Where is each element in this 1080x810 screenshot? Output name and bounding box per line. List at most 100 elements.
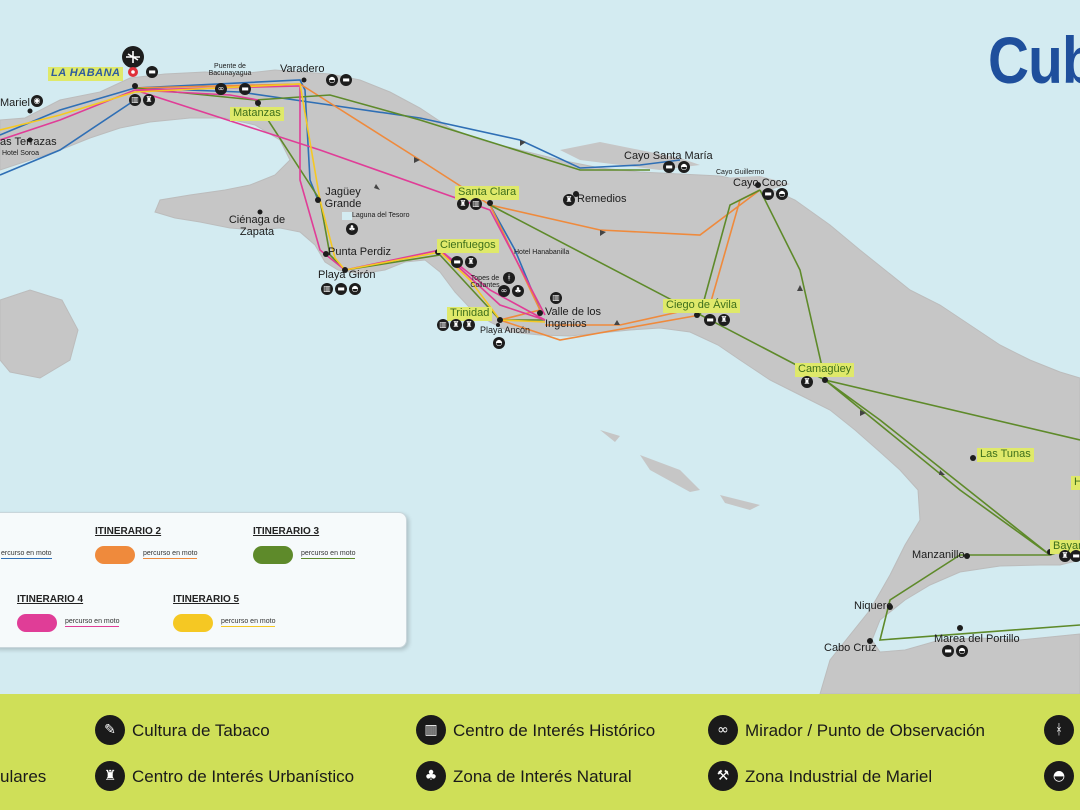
route-arrows (374, 140, 945, 475)
label-cabo-cruz: Cabo Cruz (824, 642, 877, 654)
museum-icon: ▥ (437, 319, 449, 331)
itinerary-5-swatch (173, 614, 213, 632)
label-playa-ancon: Playa Ancón (480, 325, 531, 335)
label-mariel: Mariel (0, 97, 30, 109)
museum-icon: ▥ (321, 283, 333, 295)
label-laguna-tesoro: Laguna del Tesoro (352, 212, 410, 219)
itinerary-3-swatch (253, 546, 293, 564)
itinerary-2: ITINERARIO 2 percurso en moto (95, 526, 198, 564)
label-cayo-santa-maria: Cayo Santa María (624, 150, 713, 162)
label-remedios: Remedios (577, 193, 627, 205)
church-icon: ♜ (1059, 550, 1071, 562)
label-varadero: Varadero (280, 63, 325, 75)
hotel-icon: ▬ (704, 314, 716, 326)
church-icon: ♜ (457, 198, 469, 210)
factory-icon: ⚒ (708, 761, 738, 791)
label-las-terrazas: as Terrazas (0, 136, 57, 148)
beach-icon: ◓ (1044, 761, 1074, 791)
label-hotel-hanabanilla: Hotel Hanabanilla (514, 249, 570, 256)
label-topes-collantes: Topes de Collantes (470, 275, 500, 290)
hotel-icon: ▬ (239, 83, 251, 95)
label-h-partial: H (1071, 476, 1080, 490)
legend-item-label: Centro de Interés Urbanístico (132, 767, 355, 786)
binoculars-icon: ∞ (498, 285, 510, 297)
label-trinidad: Trinidad (447, 307, 493, 321)
label-valle-ingenios: Valle de los Ingenios (545, 306, 602, 330)
itinerary-4-route-label: percurso en moto (65, 618, 120, 627)
legend-item-label: Mirador / Punto de Observación (745, 721, 986, 740)
museum-icon: ▥ (550, 292, 562, 304)
bottom-legend-bar: ulares ✎ Cultura de Tabaco ♜ Centro de I… (0, 694, 1080, 810)
itinerary-3-name: ITINERARIO 3 (253, 526, 320, 537)
legend-item-label: ulares (0, 767, 47, 786)
label-puente-bacunayagua: Puente de Bacunayagua (208, 63, 252, 78)
cayo-coco-island (720, 176, 790, 190)
church-icon: ♜ (463, 319, 475, 331)
isla-juventud (0, 289, 79, 379)
airport-pin-icon (122, 46, 144, 77)
itinerary-4-name: ITINERARIO 4 (17, 594, 84, 605)
label-jaguey-grande: Jagüey Grande (324, 186, 362, 210)
itinerary-2-name: ITINERARIO 2 (95, 526, 162, 537)
church-icon: ♜ (465, 256, 477, 268)
viewpoint-icon: ◉ (31, 95, 43, 107)
label-playa-giron: Playa Girón (318, 269, 376, 281)
beach-icon: ◓ (493, 337, 505, 349)
label-cayo-guillermo: Cayo Guillermo (716, 169, 765, 176)
hotel-icon: ▬ (942, 645, 954, 657)
label-hotel-soroa: Hotel Soroa (2, 150, 39, 157)
museum-icon: ▥ (129, 94, 141, 106)
hotel-icon: ▬ (146, 66, 158, 78)
hotel-icon: ▬ (340, 74, 352, 86)
church-icon: ♜ (450, 319, 462, 331)
label-marea-portillo: Marea del Portillo (934, 633, 1020, 645)
legend-item-label: Zona Industrial de Mariel (745, 767, 933, 786)
itinerary-2-swatch (95, 546, 135, 564)
itinerary-5: ITINERARIO 5 percurso en moto (173, 594, 276, 632)
label-la-habana: LA HABANA (48, 67, 124, 81)
itinerary-5-route-label: percurso en moto (221, 618, 276, 627)
museum-icon: ▥ (470, 198, 482, 210)
itinerary-5-name: ITINERARIO 5 (173, 594, 240, 605)
nature-icon: ♣ (512, 285, 524, 297)
beach-icon: ◓ (956, 645, 968, 657)
label-santa-clara: Santa Clara (455, 186, 520, 200)
label-matanzas: Matanzas (230, 107, 284, 121)
church-icon: ♜ (801, 376, 813, 388)
beach-icon: ◓ (776, 188, 788, 200)
beach-icon: ◓ (349, 283, 361, 295)
label-manzanillo: Manzanillo (912, 549, 965, 561)
hotel-icon: ▬ (762, 188, 774, 200)
hotel-icon: ▬ (1070, 550, 1080, 562)
beach-icon: ◓ (326, 74, 338, 86)
itinerary-legend: ercurso en moto ITINERARIO 2 percurso en… (0, 512, 407, 648)
legend-item-label: Centro de Interés Histórico (453, 721, 656, 740)
label-punta-perdiz: Punta Perdiz (328, 246, 391, 258)
cigar-icon: ✎ (95, 715, 125, 745)
label-cayo-coco: Cayo Coco (733, 177, 788, 189)
museum-icon: ▥ (416, 715, 446, 745)
legend-item-label: Cultura de Tabaco (132, 721, 270, 740)
hiking-icon: ᚼ (503, 272, 515, 284)
label-cienaga-zapata: Ciénaga de Zapata (228, 214, 286, 238)
itinerary-3-route-label: percurso en moto (301, 550, 356, 559)
itinerary-4: ITINERARIO 4 percurso en moto (17, 594, 120, 632)
south-cayos (600, 430, 760, 510)
binoculars-icon: ∞ (215, 83, 227, 95)
binoculars-icon: ∞ (708, 715, 738, 745)
hotel-icon: ▬ (451, 256, 463, 268)
itinerary-1-route-label: ercurso en moto (1, 550, 52, 559)
legend-item-label: Zona de Interés Natural (453, 767, 632, 786)
church-icon: ♜ (718, 314, 730, 326)
church-icon: ♜ (563, 194, 575, 206)
itinerary-3: ITINERARIO 3 percurso en moto (253, 526, 356, 564)
tree-icon: ♣ (416, 761, 446, 791)
itinerary-2-route-label: percurso en moto (143, 550, 198, 559)
itinerary-4-swatch (17, 614, 57, 632)
label-las-tunas: Las Tunas (977, 448, 1034, 462)
church-icon: ♜ (95, 761, 125, 791)
beach-icon: ◓ (678, 161, 690, 173)
hotel-icon: ▬ (335, 283, 347, 295)
nature-icon: ♣ (346, 223, 358, 235)
